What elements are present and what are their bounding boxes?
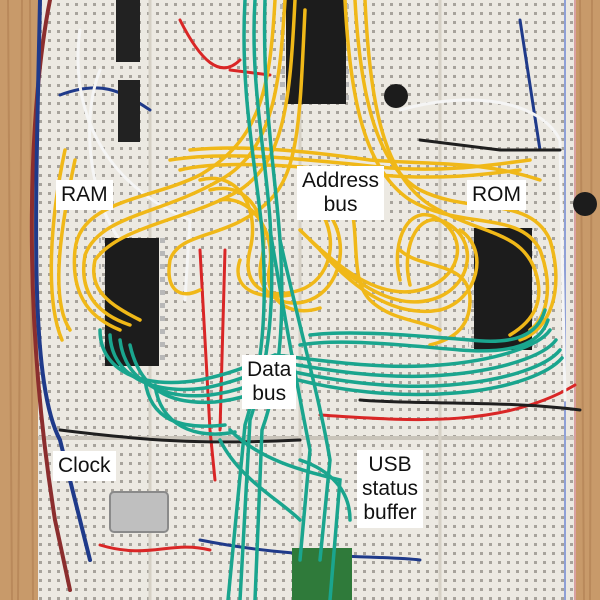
label-rom: ROM <box>467 180 526 210</box>
label-usb-status-buffer-line-3: buffer <box>363 501 417 524</box>
capacitor <box>384 84 408 108</box>
label-usb-status-buffer-line-1: USB <box>368 453 412 476</box>
label-ram: RAM <box>56 180 113 210</box>
label-usb-status-buffer: USB status buffer <box>357 450 424 528</box>
capacitor-right <box>573 192 597 216</box>
address-bus-wires <box>49 0 558 347</box>
label-address-bus-line-1: Address <box>302 169 380 192</box>
chip-top-left-2 <box>118 80 140 142</box>
clock-oscillator <box>109 491 169 533</box>
label-clock-text: Clock <box>58 454 111 477</box>
ram-chip <box>105 238 159 366</box>
label-ram-text: RAM <box>61 183 108 206</box>
label-address-bus: Address bus <box>297 166 385 220</box>
label-data-bus: Data bus <box>242 355 297 409</box>
label-rom-text: ROM <box>472 183 521 206</box>
chip-top-left <box>116 0 140 62</box>
label-address-bus-line-2: bus <box>323 193 358 216</box>
label-clock: Clock <box>53 451 116 481</box>
rom-chip <box>474 228 532 350</box>
label-data-bus-line-1: Data <box>247 358 292 381</box>
label-usb-status-buffer-line-2: status <box>362 477 419 500</box>
chip-top-center <box>286 0 346 104</box>
chips <box>99 0 597 600</box>
label-data-bus-line-2: bus <box>252 382 287 405</box>
